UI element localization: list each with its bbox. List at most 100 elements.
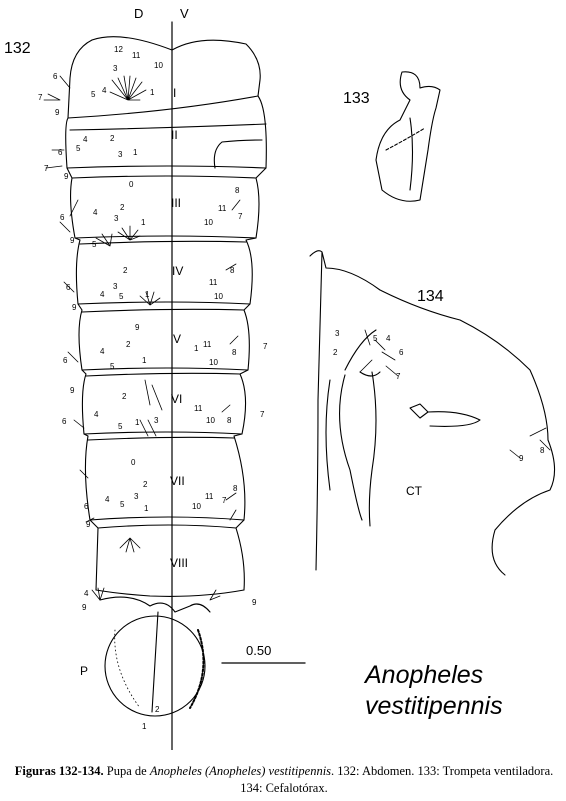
seta-label: 11 [218,204,227,213]
seta-label: 2 [122,392,127,401]
seta-label: 8 [235,186,240,195]
divider-1 [67,95,259,119]
seta-label: 10 [192,502,201,511]
seta-label: 9 [70,236,75,245]
seta-label: 12 [114,45,123,54]
divider-7 [89,516,245,521]
seta-label: 6 [60,213,65,222]
seta-label: 1 [142,356,147,365]
segment-label-viii: VIII [170,556,189,570]
divider-4 [77,301,251,305]
seta-label: 3 [113,64,118,73]
seta-label: 3 [335,329,340,338]
seta-label: 10 [209,358,218,367]
seta-label: 9 [86,520,91,529]
figure-caption: Figuras 132-134. Pupa de Anopheles (Anop… [14,763,554,797]
seta-label: 10 [206,416,215,425]
seta-label: 9 [72,303,77,312]
seta-label: 5 [92,240,97,249]
abdomen-outline-right [171,39,267,591]
divider-5 [81,367,249,371]
seta-label: 5 [373,334,378,343]
panel-134-number: 134 [417,288,444,305]
paddle-outline [104,615,206,717]
seta-label: 7 [260,410,265,419]
caption-text-2: . 132: Abdomen. 133: Trompeta ventilador… [240,764,554,795]
seta-label: 2 [123,266,128,275]
ceph-leg2 [368,371,377,527]
seta-label: 10 [214,292,223,301]
seta-label: 6 [399,348,404,357]
seta-label: 6 [63,356,68,365]
seta-label: 9 [82,603,87,612]
segment-label-i: I [173,86,177,100]
seta-label: 2 [126,340,131,349]
ceph-trumpet-base [344,329,381,377]
seta-label: 7 [396,372,401,381]
divider-6 [83,431,243,435]
seta-label: 5 [76,144,81,153]
seta-label: 3 [118,150,123,159]
seta-label: 1 [194,344,199,353]
ceph-setae [359,329,551,459]
divider-5b [85,372,241,377]
seta-label: 5 [91,90,96,99]
seta-label: 6 [62,417,67,426]
divider-1b [69,123,267,131]
seta-label: 10 [154,61,163,70]
divider-4b [81,308,245,313]
seg8-bottom [95,589,245,597]
seta-label: 2 [110,134,115,143]
seg2-notch [213,139,263,169]
seta-label: 9 [135,323,140,332]
setae-tufts [43,75,241,601]
seta-label: 2 [143,480,148,489]
seta-label: 6 [58,148,63,157]
seta-label: 8 [233,484,238,493]
seta-label: 7 [44,164,49,173]
seta-label: 9 [252,598,257,607]
abdomen-outline-left [65,39,99,591]
seta-label: 7 [222,496,227,505]
seta-label: 9 [64,172,69,181]
paddle-stipple [114,629,141,709]
seta-label: 6 [53,72,58,81]
panel-132-number: 132 [4,40,31,57]
seta-label: 4 [100,290,105,299]
seta-label: 6 [84,502,89,511]
panel-133-number: 133 [343,90,370,107]
segment-label-v: V [173,332,182,346]
seta-label: 4 [105,495,110,504]
ventral-label: V [180,6,189,21]
figure-drawing [43,21,556,750]
seta-label: 0 [129,180,134,189]
seta-label: 11 [209,278,218,287]
seta-label: 1 [145,290,150,299]
trumpet-inner [385,127,426,151]
paddle-fringe [189,629,205,709]
ceph-eye [409,403,481,427]
caption-label: Figuras 132-134. [14,764,104,778]
seta-label: 7 [263,342,268,351]
seta-label: 11 [203,340,212,349]
seta-label: 9 [55,108,60,117]
seta-label: 4 [83,135,88,144]
seta-label: 7 [238,212,243,221]
trumpet-inner2 [409,117,414,191]
seta-label: 5 [110,362,115,371]
seta-label: 8 [230,266,235,275]
seta-label: 4 [386,334,391,343]
seta-label: 11 [205,492,214,501]
ceph-leg1 [339,374,363,521]
seta-label: 8 [540,446,545,455]
divider-3 [74,235,257,239]
seta-label: 3 [114,214,119,223]
seta-label: 5 [118,422,123,431]
seta-label: 4 [84,589,89,598]
caption-taxon: Anopheles (Anopheles) vestitipennis [149,764,332,778]
trumpet-outline [375,71,441,202]
segment-label-iv: IV [172,264,184,278]
segment-label-vi: VI [171,392,183,406]
seta-label: 8 [232,348,237,357]
seta-label: 8 [227,416,232,425]
